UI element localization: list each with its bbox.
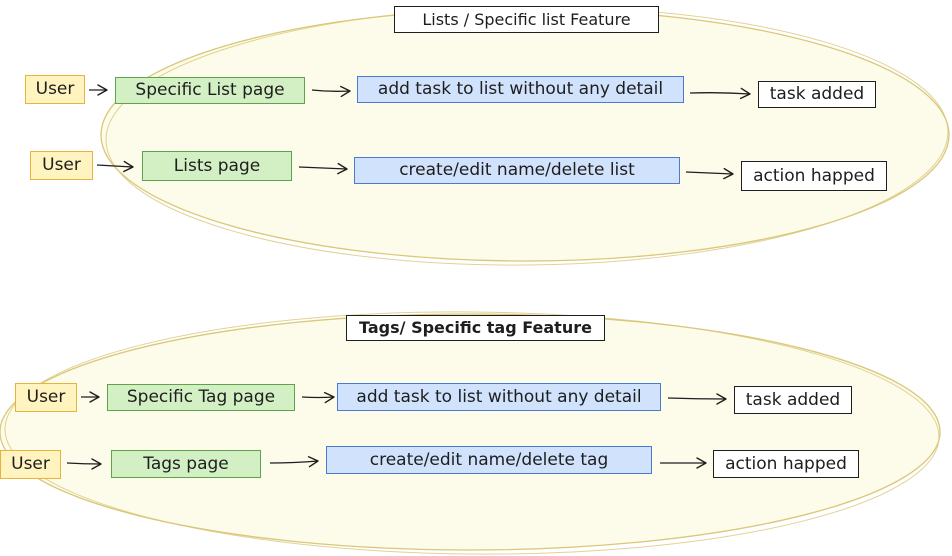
- tags-row2-tags-page: Tags page: [111, 450, 261, 478]
- arrow-lists-r2-user-to-page: [96, 160, 134, 173]
- lists-row1-add-task-action: add task to list without any detail: [357, 76, 684, 103]
- tags-row2-create-edit-delete-action: create/edit name/delete tag: [326, 446, 652, 474]
- tags-row2-action-happed-result: action happed: [713, 450, 859, 478]
- arrow-lists-r2-page-to-action: [298, 162, 348, 175]
- lists-row1-user: User: [25, 75, 85, 104]
- arrow-lists-r1-action-to-result: [689, 87, 751, 100]
- lists-row2-lists-page: Lists page: [142, 151, 292, 181]
- lists-row2-user: User: [30, 151, 93, 180]
- arrow-tags-r1-action-to-result: [667, 393, 727, 405]
- arrow-lists-r1-page-to-action: [311, 85, 351, 98]
- lists-row2-create-edit-delete-action: create/edit name/delete list: [354, 157, 680, 184]
- arrow-tags-r1-page-to-action: [301, 391, 335, 404]
- tags-row2-user: User: [0, 450, 61, 479]
- lists-row2-action-happed-result: action happed: [741, 161, 887, 191]
- lists-feature-title: Lists / Specific list Feature: [394, 6, 659, 33]
- lists-feature-ellipse: [100, 6, 950, 266]
- tags-row1-task-added-result: task added: [734, 386, 852, 414]
- tags-row1-add-task-action: add task to list without any detail: [337, 383, 661, 411]
- arrow-lists-r2-action-to-result: [685, 167, 734, 180]
- tags-feature-ellipse: [0, 311, 941, 555]
- arrow-tags-r2-user-to-page: [66, 458, 102, 470]
- tags-row1-specific-tag-page: Specific Tag page: [107, 384, 295, 411]
- tags-feature-title: Tags/ Specific tag Feature: [346, 315, 605, 341]
- lists-row1-task-added-result: task added: [758, 81, 876, 108]
- lists-row1-specific-list-page: Specific List page: [115, 77, 305, 104]
- arrow-tags-r2-page-to-action: [269, 456, 319, 468]
- tags-row1-user: User: [15, 383, 77, 412]
